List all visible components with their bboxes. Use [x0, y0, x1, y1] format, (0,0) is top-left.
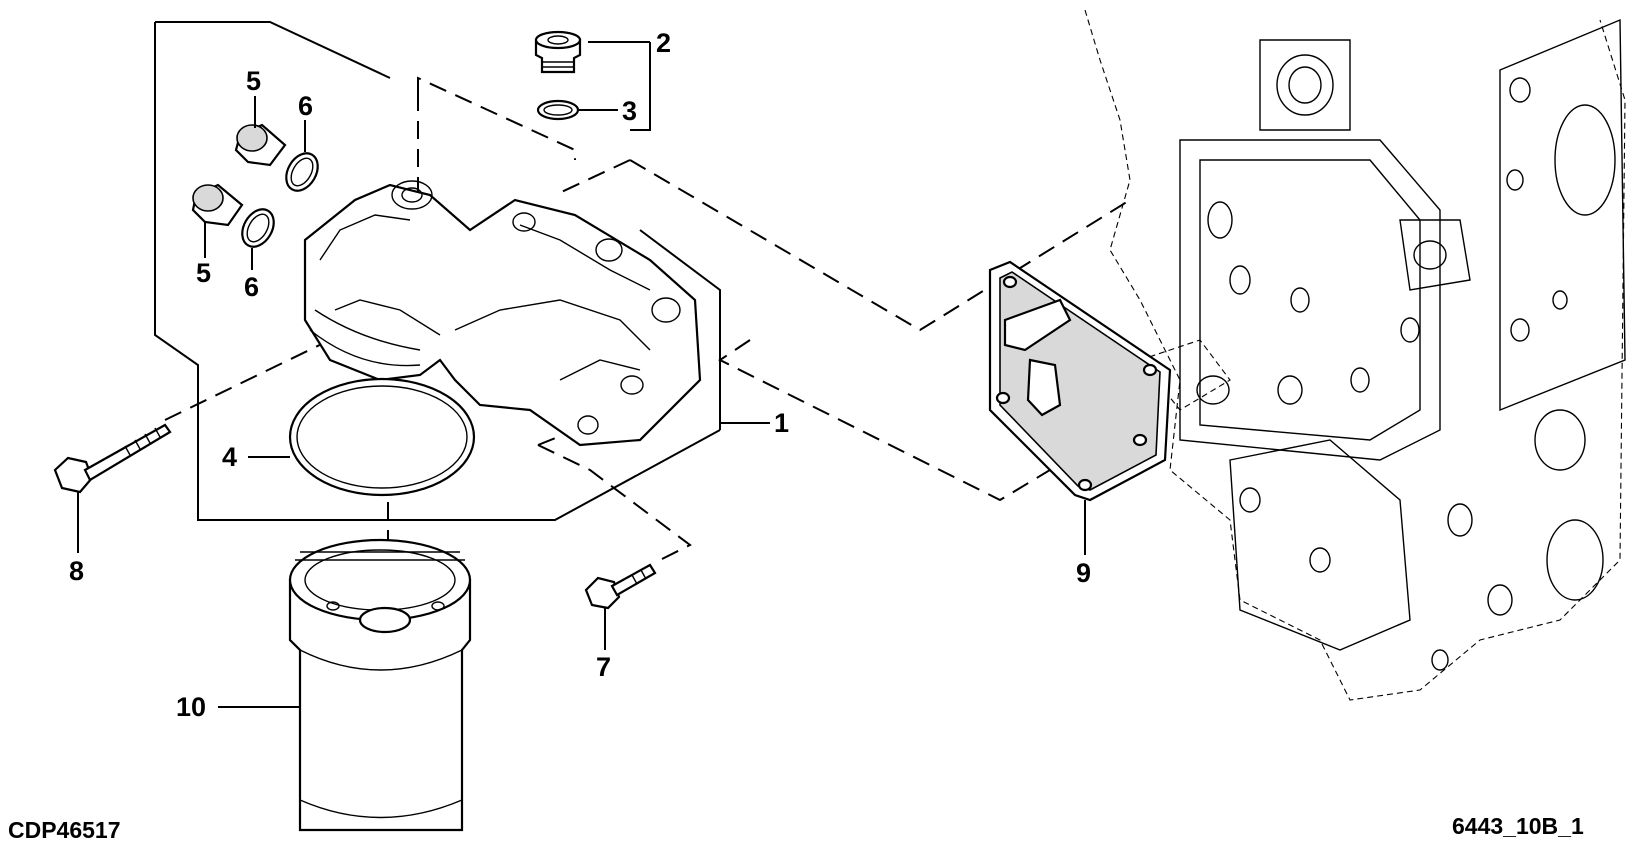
- figure-code-left: CDP46517: [8, 817, 121, 843]
- o-ring-lower: [241, 208, 275, 248]
- figure-code-right: 6443_10B_1: [1452, 813, 1584, 839]
- callout-6-upper: 6: [298, 91, 313, 121]
- callout-5-lower: 5: [196, 258, 211, 288]
- leader-lines: [77, 41, 1086, 708]
- callout-1: 1: [774, 408, 789, 438]
- callout-9: 9: [1076, 558, 1091, 588]
- callout-2: 2: [656, 28, 671, 58]
- callout-7: 7: [596, 652, 611, 682]
- filter-housing: [303, 180, 702, 447]
- o-ring-upper: [285, 152, 319, 192]
- short-bolt: [584, 563, 657, 610]
- o-ring-small: [536, 99, 580, 121]
- callout-labels: 1 2 3 4 5 5 6 6 7 8 9 10: [69, 28, 1091, 722]
- callout-8: 8: [69, 556, 84, 586]
- plug: [534, 30, 582, 74]
- engine-block: [1084, 9, 1626, 701]
- callout-10: 10: [176, 692, 206, 722]
- callout-4: 4: [222, 442, 237, 472]
- callout-5-upper: 5: [246, 66, 261, 96]
- plug-lower: [191, 183, 244, 227]
- seal-ring: [288, 377, 476, 497]
- gasket: [988, 260, 1172, 502]
- filter-canister: [288, 538, 472, 832]
- callout-3: 3: [622, 96, 637, 126]
- long-bolt: [53, 423, 172, 494]
- plug-upper: [234, 123, 287, 167]
- callout-6-lower: 6: [244, 272, 259, 302]
- assembly-bracket: [154, 21, 721, 521]
